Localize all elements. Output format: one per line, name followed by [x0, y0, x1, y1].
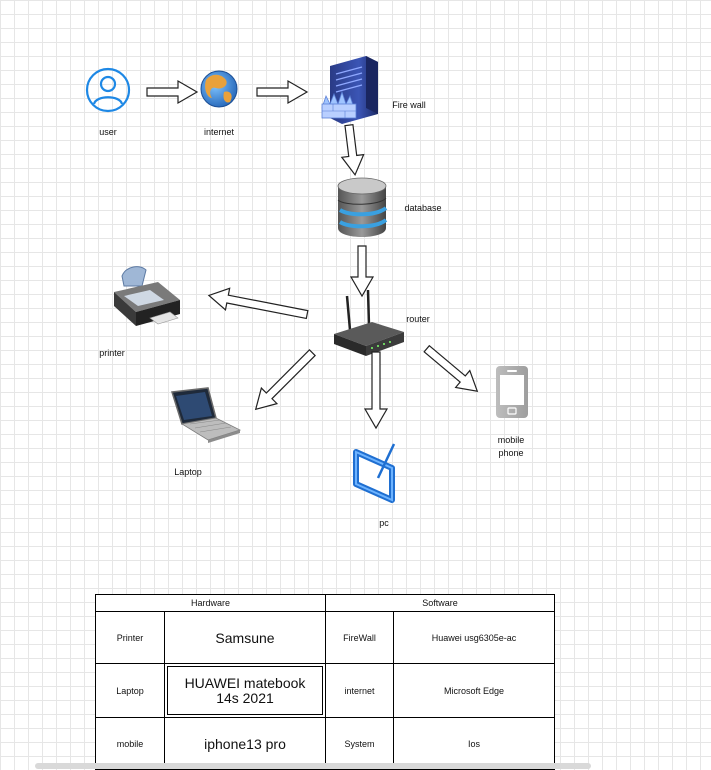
sw-label-cell: System — [325, 717, 394, 770]
network-diagram — [85, 56, 528, 503]
arrow-router-to-printer — [207, 287, 309, 320]
hw-value-line1: HUAWEI matebook — [184, 674, 306, 691]
sw-label-cell: internet — [325, 663, 394, 718]
printer-icon[interactable] — [114, 266, 180, 326]
hw-value-cell: HUAWEI matebook 14s 2021 — [164, 663, 326, 718]
hw-value-selected-box[interactable]: HUAWEI matebook 14s 2021 — [167, 666, 323, 715]
arrow-user-to-internet — [146, 79, 199, 105]
table-header-row: Hardware Software — [95, 594, 555, 612]
mobile-phone-icon[interactable] — [496, 366, 528, 418]
mobile-phone-label: mobile phone — [488, 434, 534, 460]
software-header: Software — [325, 594, 555, 612]
hw-label-cell: Laptop — [95, 663, 165, 718]
pc-label: pc — [379, 518, 389, 528]
user-label: user — [99, 127, 117, 137]
table-row: mobile iphone13 pro System Ios — [95, 717, 555, 770]
sw-value-cell: Huawei usg6305e-ac — [393, 611, 555, 664]
hw-label-cell: mobile — [95, 717, 165, 770]
arrow-firewall-to-database — [340, 124, 365, 177]
table-row: Printer Samsune FireWall Huawei usg6305e… — [95, 611, 555, 664]
router-icon[interactable] — [334, 289, 404, 356]
hw-value-cell: Samsune — [164, 611, 326, 664]
mobile-label-line1: mobile — [497, 435, 525, 445]
firewall-server-icon[interactable] — [321, 56, 378, 124]
arrow-router-to-pc — [363, 351, 389, 430]
hw-value-line2: 14s 2021 — [216, 689, 274, 706]
internet-globe-icon[interactable] — [200, 70, 238, 108]
database-icon[interactable] — [337, 177, 388, 237]
sw-value-cell: Ios — [393, 717, 555, 770]
hardware-software-table: Hardware Software Printer Samsune FireWa… — [95, 594, 555, 770]
hw-value-cell: iphone13 pro — [164, 717, 326, 770]
horizontal-scrollbar[interactable] — [35, 763, 591, 769]
hw-label-cell: Printer — [95, 611, 165, 664]
pc-monitor-icon[interactable] — [353, 443, 396, 503]
firewall-label: Fire wall — [392, 100, 426, 110]
sw-label-cell: FireWall — [325, 611, 394, 664]
sw-value-cell: Microsoft Edge — [393, 663, 555, 718]
laptop-icon[interactable] — [171, 387, 242, 443]
printer-label: printer — [99, 348, 125, 358]
mobile-label-line2: phone — [498, 448, 524, 458]
flow-arrows — [146, 79, 479, 430]
laptop-label: Laptop — [174, 467, 202, 477]
user-icon[interactable] — [85, 67, 131, 113]
hardware-header: Hardware — [95, 594, 326, 612]
internet-label: internet — [203, 127, 235, 137]
router-label: router — [406, 314, 430, 324]
table-row: Laptop HUAWEI matebook 14s 2021 internet… — [95, 663, 555, 718]
arrow-internet-to-firewall — [256, 79, 309, 105]
arrow-database-to-router — [349, 245, 375, 298]
arrow-router-to-mobile — [423, 344, 479, 392]
arrow-router-to-laptop — [254, 349, 316, 411]
database-label: database — [404, 203, 442, 213]
